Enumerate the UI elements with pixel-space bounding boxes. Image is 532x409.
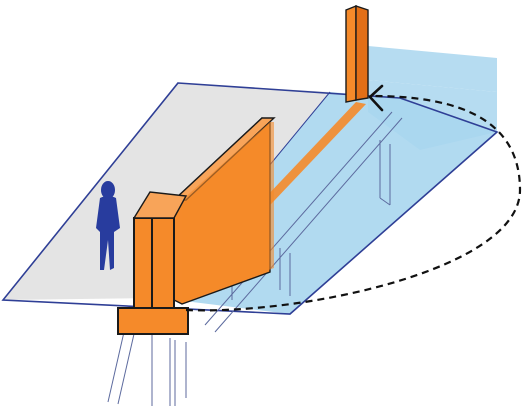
barrier-shade — [182, 122, 274, 302]
rotation-arrow — [368, 84, 384, 112]
front-post — [132, 191, 188, 311]
person-silhouette — [96, 181, 120, 270]
support-structure — [107, 111, 403, 406]
blue-volume-top — [368, 46, 497, 92]
barrier-footing — [117, 307, 189, 335]
rotation-arc — [185, 94, 522, 312]
rear-post — [345, 4, 369, 103]
